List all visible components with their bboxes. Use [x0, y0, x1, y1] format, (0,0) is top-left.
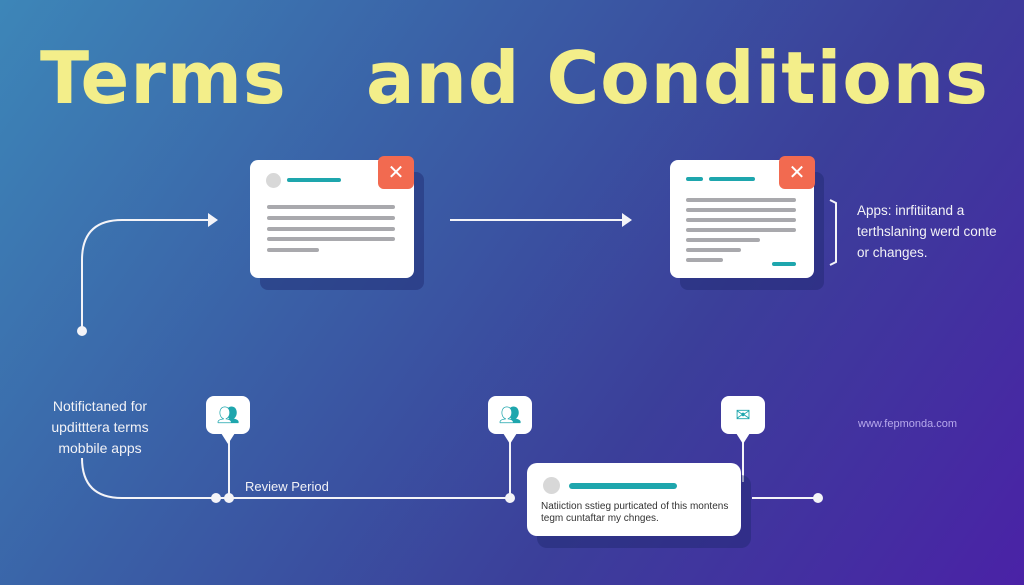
- left-note: Notifictaned for upditttera terms mobbil…: [51, 398, 149, 456]
- close-icon: ✕: [387, 162, 405, 184]
- close-button[interactable]: ✕: [378, 156, 414, 189]
- users-icon: 👥︎: [216, 404, 240, 425]
- timeline-left: [81, 457, 510, 499]
- avatar: [543, 477, 560, 494]
- mail-pin[interactable]: ✉︎: [721, 396, 765, 444]
- avatar: [266, 173, 281, 188]
- title-and-conditions: and Conditions: [366, 36, 989, 120]
- right-note: Apps: inrfitiitand a terthslaning werd c…: [857, 203, 997, 260]
- users-pin[interactable]: 👥︎: [206, 396, 250, 444]
- message-text: Natiiction sstieg purticated of this mon…: [541, 501, 729, 524]
- flow-arrow-left: [81, 219, 208, 330]
- close-icon: ✕: [788, 162, 806, 184]
- website-link[interactable]: www.fepmonda.com: [858, 418, 958, 430]
- close-button-right[interactable]: ✕: [779, 156, 815, 189]
- group-pin[interactable]: 👥︎: [488, 396, 532, 444]
- bracket: [829, 199, 837, 266]
- title-terms: Terms: [40, 36, 287, 120]
- notification-message-box: Natiiction sstieg purticated of this mon…: [527, 463, 741, 536]
- review-period-label: Review Period: [245, 479, 329, 494]
- mail-icon: ✉︎: [735, 404, 751, 425]
- users-icon: 👥︎: [498, 404, 522, 425]
